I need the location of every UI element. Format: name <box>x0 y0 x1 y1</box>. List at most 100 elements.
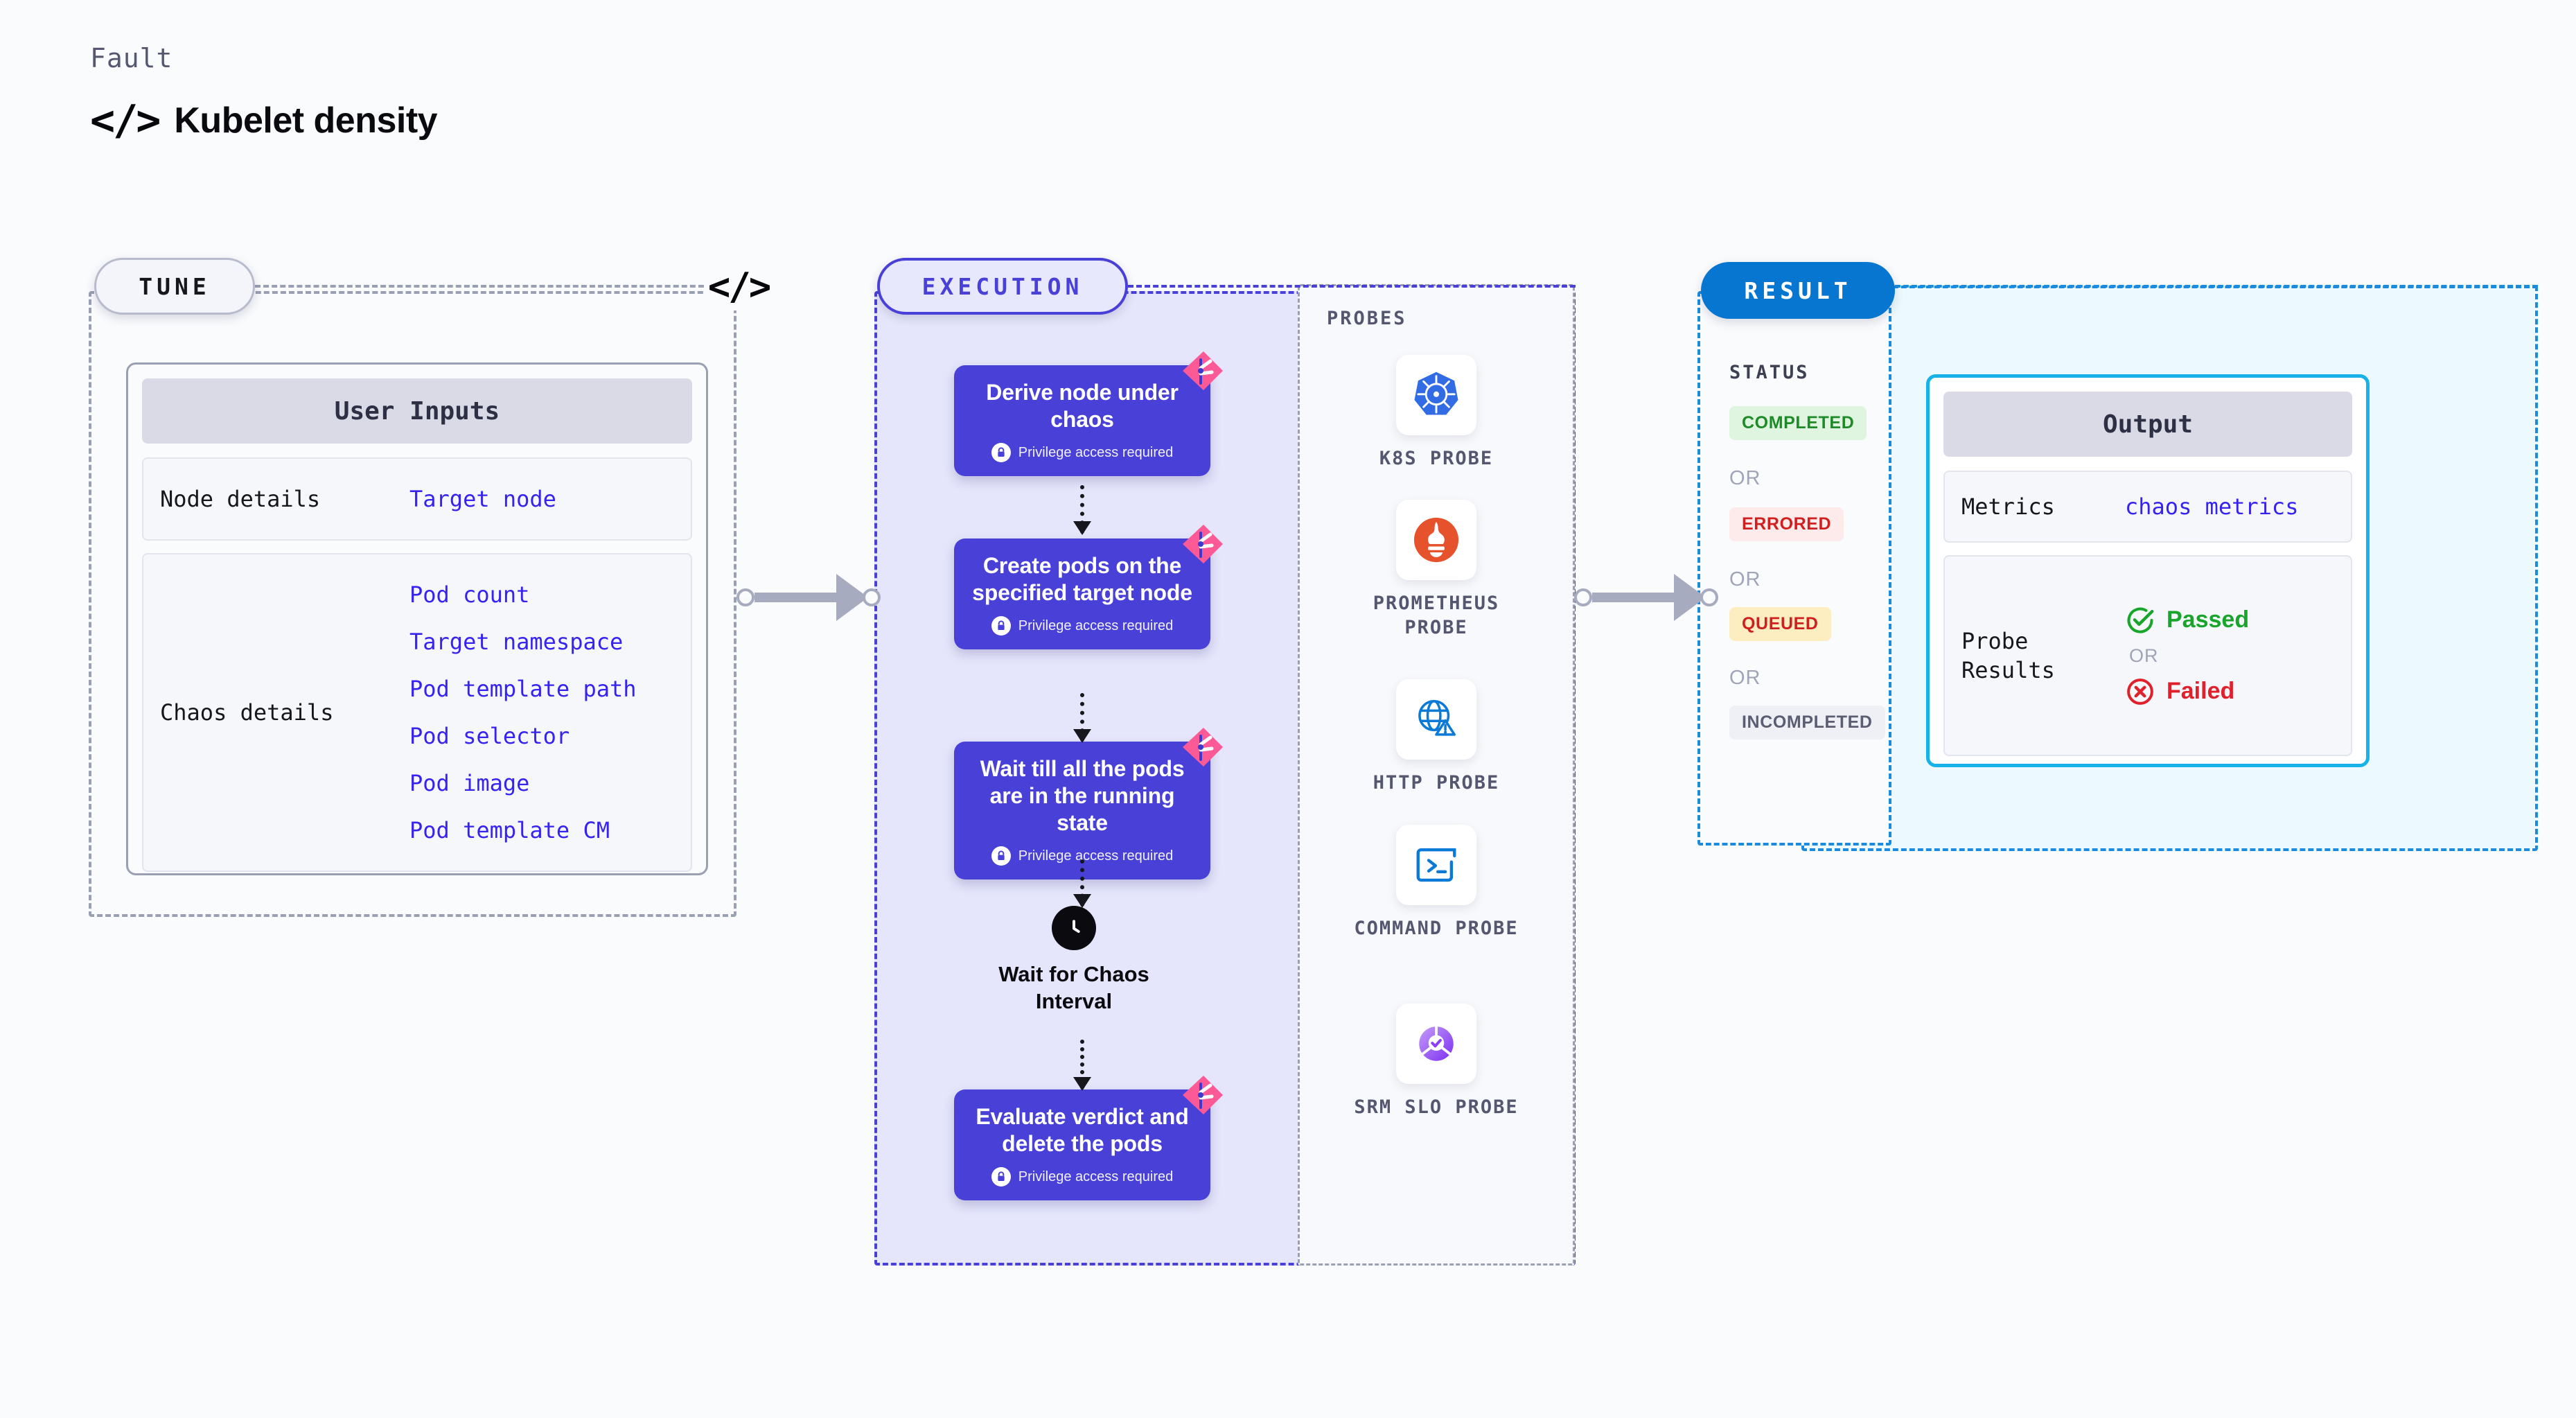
input-pod-template-cm[interactable]: Pod template CM <box>409 817 610 843</box>
prometheus-icon <box>1396 500 1476 580</box>
verdict-failed: Failed <box>2125 676 2249 707</box>
execution-node-derive-node[interactable]: Derive node under chaos Privilege access… <box>954 351 1223 477</box>
arrow-start-dot <box>1574 588 1592 606</box>
tune-chip-connector <box>255 285 712 288</box>
arrow-start-dot <box>736 588 755 606</box>
verdict-or: OR <box>2129 645 2159 666</box>
x-circle-icon <box>2127 678 2153 705</box>
chaos-details-key: Chaos details <box>160 699 334 726</box>
privilege-badge: Privilege access required <box>991 846 1173 866</box>
arrow-end-dot <box>1700 588 1718 606</box>
verdict-failed-label: Failed <box>2167 678 2235 704</box>
probe-label: K8S PROBE <box>1379 448 1494 469</box>
probe-k8s[interactable]: K8S PROBE <box>1336 355 1537 471</box>
output-metrics-row: Metrics chaos metrics <box>1943 471 2352 543</box>
probe-label: PROMETHEUS PROBE <box>1373 593 1500 639</box>
wait-for-chaos-interval-node: Wait for Chaos Interval <box>991 906 1157 1015</box>
output-card: Output Metrics chaos metrics Probe Resul… <box>1926 374 2370 767</box>
probe-label: HTTP PROBE <box>1373 772 1500 794</box>
execution-to-result-arrow <box>1574 574 1718 621</box>
user-inputs-header: User Inputs <box>142 378 692 444</box>
harness-ribbon-icon <box>1183 351 1223 390</box>
probe-command[interactable]: COMMAND PROBE <box>1336 825 1537 940</box>
node-details-key: Node details <box>160 485 321 512</box>
user-inputs-card: User Inputs Node details Target node Cha… <box>126 362 708 875</box>
page-header: Fault </> Kubelet density <box>90 43 438 145</box>
status-badge-queued: QUEUED <box>1729 607 1831 641</box>
terminal-icon <box>1396 825 1476 905</box>
output-header: Output <box>1943 392 2352 457</box>
execution-node-title: Create pods on the specified target node <box>972 553 1192 606</box>
verdict-passed: Passed <box>2125 605 2249 636</box>
arrow-end-dot <box>863 588 881 606</box>
status-badge-errored: ERRORED <box>1729 507 1844 541</box>
result-status-container <box>1697 291 1891 846</box>
privilege-badge: Privilege access required <box>991 1167 1173 1187</box>
harness-ribbon-icon <box>1183 728 1223 767</box>
node-details-values: Target node <box>409 486 556 512</box>
input-target-node[interactable]: Target node <box>409 486 556 512</box>
execution-connector-4 <box>1073 1040 1091 1091</box>
clock-icon <box>1052 906 1096 950</box>
input-pod-image[interactable]: Pod image <box>409 770 530 796</box>
probe-http[interactable]: HTTP PROBE <box>1336 679 1537 795</box>
page-title: Kubelet density <box>174 100 438 141</box>
lock-icon <box>991 443 1011 463</box>
result-chip-connector <box>1895 285 2538 288</box>
chaos-details-values: Pod count Target namespace Pod template … <box>409 581 637 843</box>
execution-node-title: Evaluate verdict and delete the pods <box>976 1104 1189 1157</box>
result-section-chip[interactable]: RESULT <box>1701 262 1895 319</box>
input-pod-count[interactable]: Pod count <box>409 581 530 608</box>
execution-chip-connector <box>1128 285 1576 288</box>
execution-section-chip[interactable]: EXECUTION <box>877 258 1128 315</box>
harness-ribbon-icon <box>1183 525 1223 563</box>
status-title: STATUS <box>1729 362 1810 383</box>
input-pod-template-path[interactable]: Pod template path <box>409 676 637 702</box>
arrow-shaft <box>1592 593 1675 602</box>
status-badge-incompleted: INCOMPLETED <box>1729 706 1885 739</box>
probe-prometheus[interactable]: PROMETHEUS PROBE <box>1336 500 1537 640</box>
execution-node-wait-pods-running[interactable]: Wait till all the pods are in the runnin… <box>954 728 1223 880</box>
execution-node-create-pods[interactable]: Create pods on the specified target node… <box>954 525 1223 650</box>
tune-section-chip[interactable]: TUNE <box>94 258 255 315</box>
execution-connector-1 <box>1073 485 1091 535</box>
probes-title: PROBES <box>1327 308 1407 329</box>
execution-node-evaluate-verdict[interactable]: Evaluate verdict and delete the pods Pri… <box>954 1076 1223 1201</box>
status-or-2: OR <box>1729 568 1761 590</box>
privilege-badge: Privilege access required <box>991 616 1173 636</box>
input-target-namespace[interactable]: Target namespace <box>409 629 624 655</box>
probe-label: SRM SLO PROBE <box>1354 1096 1519 1118</box>
http-globe-warning-icon <box>1396 679 1476 760</box>
output-metrics-key: Metrics <box>1961 493 2055 520</box>
tune-to-execution-arrow <box>736 574 881 621</box>
probes-container <box>1298 284 1575 1266</box>
arrow-shaft <box>755 593 838 602</box>
output-metrics-value[interactable]: chaos metrics <box>2125 493 2299 520</box>
probe-srm-slo[interactable]: SRM SLO PROBE <box>1336 1004 1537 1119</box>
execution-connector-3 <box>1073 859 1091 908</box>
lock-icon <box>991 846 1011 866</box>
privilege-badge: Privilege access required <box>991 443 1173 463</box>
tune-code-icon: </> <box>705 262 772 310</box>
status-badge-completed: COMPLETED <box>1729 406 1867 440</box>
chaos-details-row: Chaos details Pod count Target namespace… <box>142 553 692 872</box>
input-pod-selector[interactable]: Pod selector <box>409 723 570 749</box>
execution-connector-2 <box>1073 693 1091 743</box>
srm-slo-donut-check-icon <box>1396 1004 1476 1084</box>
privilege-text: Privilege access required <box>1018 848 1174 864</box>
node-details-row: Node details Target node <box>142 457 692 541</box>
output-probe-key: Probe Results <box>1961 627 2055 683</box>
execution-node-title: Derive node under chaos <box>986 380 1179 432</box>
probe-label: COMMAND PROBE <box>1354 918 1519 939</box>
check-circle-icon <box>2127 607 2154 633</box>
execution-node-title: Wait till all the pods are in the runnin… <box>980 756 1185 836</box>
lock-icon <box>991 1167 1011 1187</box>
output-probe-verdicts: Passed OR Failed <box>2125 605 2249 707</box>
fault-kicker: Fault <box>90 43 173 73</box>
output-probe-results-row: Probe Results Passed OR Failed <box>1943 555 2352 756</box>
kubernetes-icon <box>1396 355 1476 435</box>
harness-ribbon-icon <box>1183 1076 1223 1114</box>
status-or-1: OR <box>1729 467 1761 489</box>
code-icon: </> <box>90 96 161 145</box>
wait-node-label: Wait for Chaos Interval <box>998 962 1149 1013</box>
